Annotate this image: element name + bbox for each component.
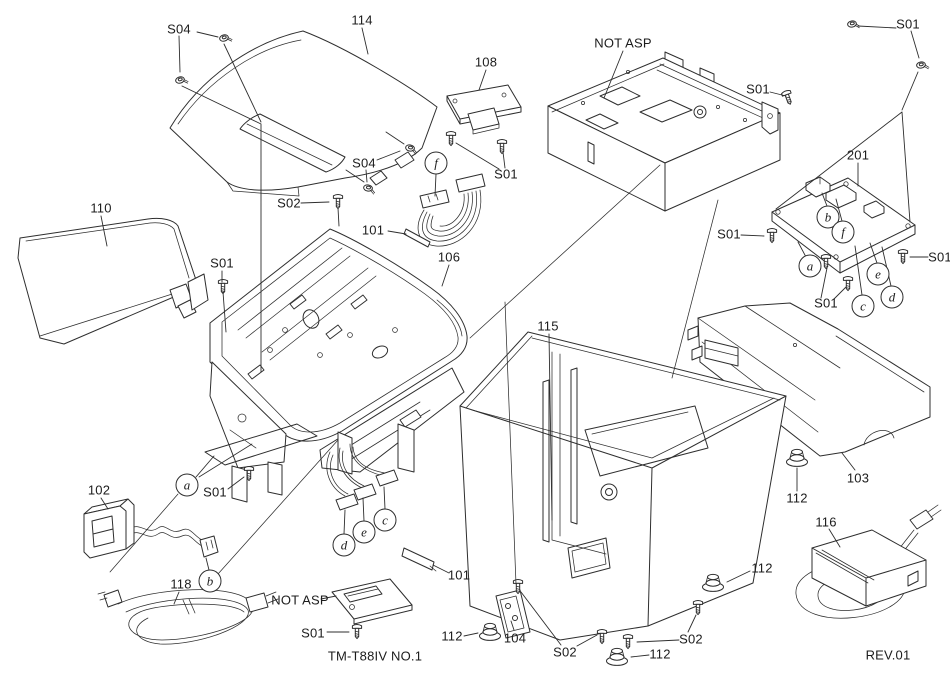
not-asp-label-chassis: NOT ASP — [594, 35, 652, 51]
callout-d-201: d — [880, 285, 904, 309]
part-label-104: 104 — [503, 630, 527, 646]
part-label-108: 108 — [474, 54, 498, 70]
callout-a-mechanism: a — [175, 473, 199, 497]
part-label-112-bottom-mid: 112 — [649, 646, 671, 662]
screw-label-s01-201-left: S01 — [717, 226, 741, 242]
part-label-112-front-left: 112 — [441, 628, 463, 644]
bottom-board-not-asp-drawing — [331, 578, 413, 625]
screw-label-s01-under-108: S01 — [494, 166, 518, 182]
part-label-118: 118 — [170, 576, 192, 592]
callout-f-201: f — [831, 220, 855, 244]
power-switch-102-drawing — [83, 498, 219, 559]
screw-label-s04-mid: S04 — [352, 155, 376, 171]
screw-label-s01-mech: S01 — [210, 255, 234, 271]
screw-label-s01-bottom: S01 — [301, 625, 325, 641]
sheet-model-note: TM-T88IV NO.1 — [327, 648, 423, 664]
screw-label-s01-top-right: S01 — [896, 16, 920, 32]
lower-case-115-drawing — [459, 331, 787, 641]
screw-label-s02-bottom-left: S02 — [553, 644, 577, 660]
callout-b-201: b — [816, 205, 840, 229]
part-label-101-lower: 101 — [447, 567, 471, 583]
part-label-103: 103 — [846, 470, 870, 486]
screw-label-s01-201-bottom: S01 — [814, 295, 838, 311]
callout-d-mechanism: d — [332, 533, 356, 557]
part-label-101-upper: 101 — [361, 222, 385, 238]
strip-101-lower-drawing — [401, 547, 437, 572]
revision-note: REV.01 — [865, 647, 911, 663]
part-label-110: 110 — [90, 200, 112, 216]
screw-label-s04-top: S04 — [167, 21, 191, 37]
ac-adapter-116-drawing — [795, 504, 942, 619]
callout-f-ribbon: f — [424, 151, 448, 175]
plate-104-drawing — [495, 589, 531, 639]
power-cord-118-drawing — [97, 589, 279, 645]
chassis-not-asp-drawing — [547, 51, 781, 212]
part-label-116: 116 — [815, 514, 837, 530]
part-label-115: 115 — [537, 318, 559, 334]
callout-e-201: e — [866, 262, 890, 286]
main-board-201-drawing — [771, 176, 916, 274]
part-label-201: 201 — [846, 147, 870, 163]
screw-label-s01-a-plate: S01 — [203, 484, 227, 500]
top-cover-114-drawing — [169, 30, 438, 197]
callout-c-201: c — [851, 294, 875, 318]
ribbon-cable-f-drawing — [417, 173, 486, 247]
callout-e-mechanism: e — [352, 520, 376, 544]
strip-101-upper-drawing — [403, 228, 431, 248]
part-label-112-upper-right: 112 — [786, 490, 808, 506]
not-asp-label-bottom: NOT ASP — [271, 592, 329, 608]
part-label-114: 114 — [351, 12, 373, 28]
callout-b-switch: b — [198, 569, 222, 593]
part-label-112-right: 112 — [751, 560, 773, 576]
screw-label-s01-201-right: S01 — [928, 249, 950, 265]
screw-label-s02-top: S02 — [277, 195, 301, 211]
leader-lines — [100, 25, 929, 658]
part-label-102: 102 — [87, 482, 111, 498]
screw-label-s01-chassis: S01 — [746, 81, 770, 97]
mechanism-106-drawing — [187, 228, 468, 511]
screw-label-s02-bottom-right: S02 — [679, 631, 703, 647]
part-label-106: 106 — [437, 249, 461, 265]
callout-c-mechanism: c — [373, 508, 397, 532]
interface-board-108-drawing — [446, 84, 522, 135]
callout-a-201: a — [798, 254, 822, 278]
front-cover-110-drawing — [17, 217, 197, 345]
